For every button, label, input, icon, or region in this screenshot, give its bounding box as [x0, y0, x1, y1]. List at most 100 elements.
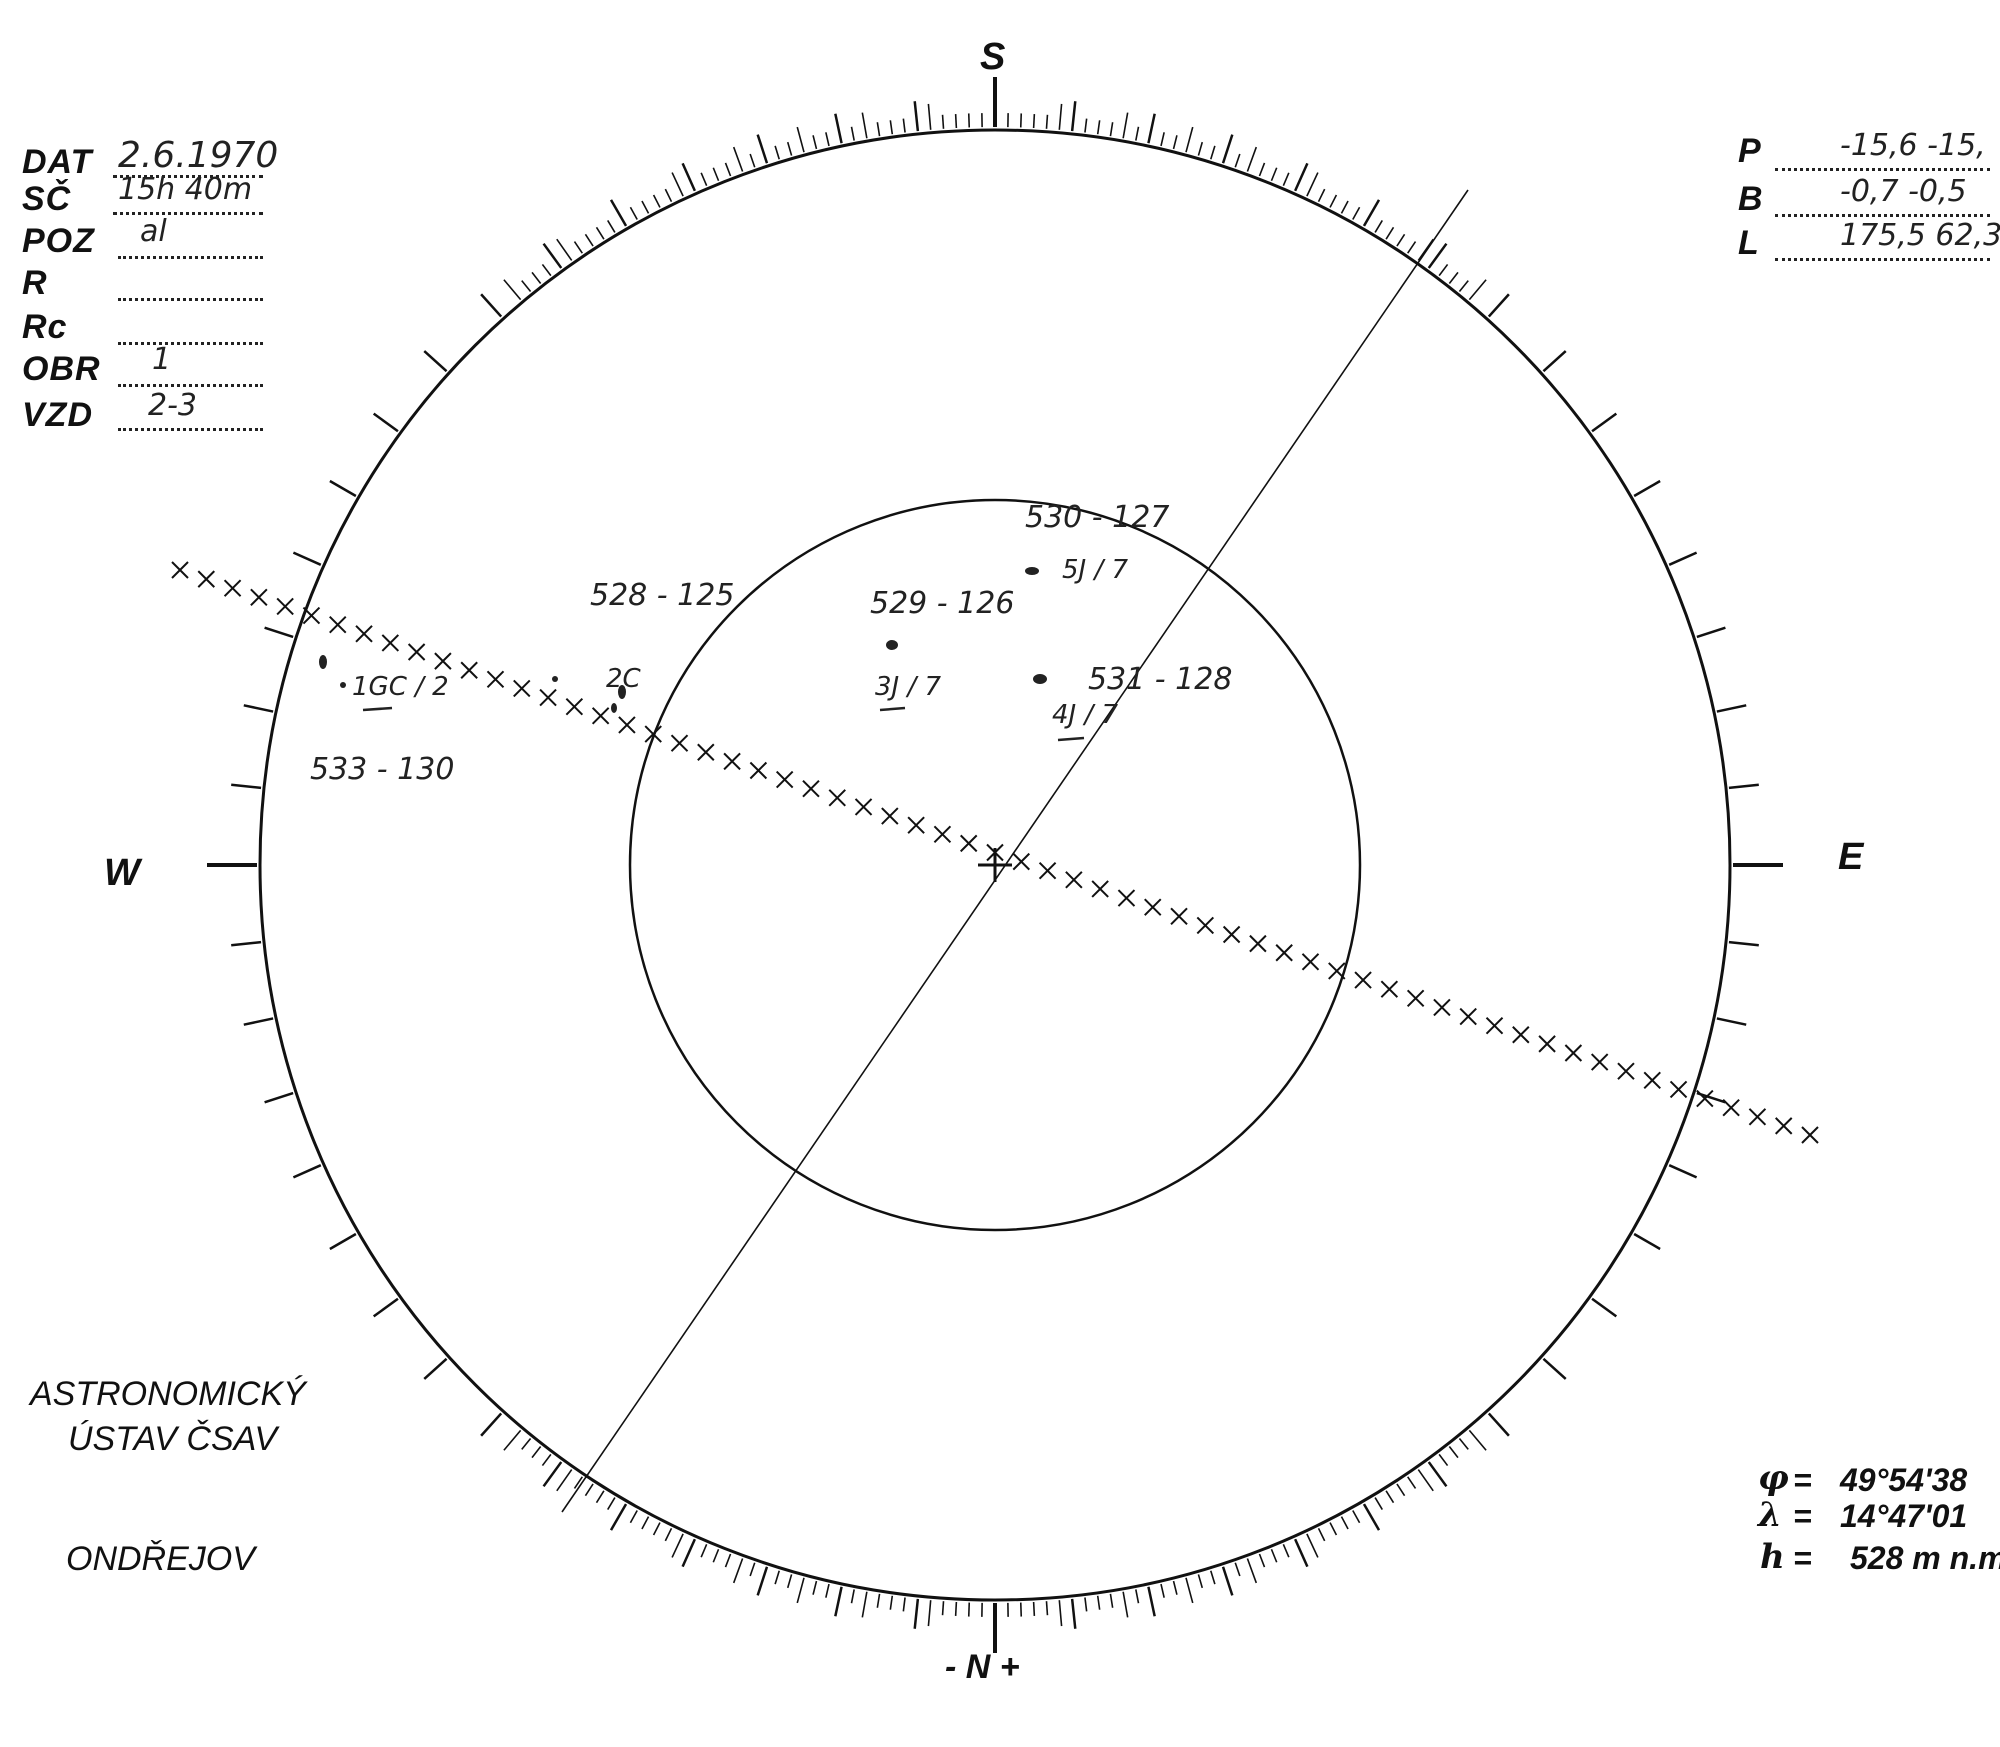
fine-tick	[825, 132, 830, 147]
fine-tick	[876, 1593, 881, 1608]
fine-tick	[1340, 1516, 1349, 1530]
fine-tick	[1282, 172, 1290, 186]
fine-tick	[1172, 135, 1178, 150]
fine-tick	[1246, 146, 1258, 172]
limb-tick	[423, 350, 448, 373]
ecliptic-cross	[329, 615, 347, 634]
limb-tick	[292, 551, 322, 566]
fine-tick	[1185, 1577, 1194, 1604]
form-line-obr	[118, 384, 263, 387]
fine-tick	[732, 1558, 744, 1584]
group-fraction-bars	[362, 706, 1085, 742]
ecliptic-cross	[1617, 1062, 1635, 1080]
ecliptic-cross	[1669, 1080, 1688, 1099]
fine-tick	[1363, 202, 1378, 227]
limb-tick	[1633, 1232, 1661, 1251]
fine-tick	[761, 149, 768, 164]
ecliptic-cross	[250, 588, 268, 607]
limb-tick	[480, 293, 503, 318]
ephemeris-value-l[interactable]: 175,5 62,3	[1840, 218, 2000, 253]
group-label-529: 529 - 126	[870, 586, 1015, 621]
group-annot-528: 2C	[606, 664, 641, 694]
fine-tick	[521, 1438, 532, 1450]
institution-place: ONDŘEJOV	[66, 1540, 255, 1578]
limb-tick	[1542, 350, 1567, 373]
limb-tick	[264, 1091, 294, 1104]
coord-symbol-lambda: λ	[1758, 1495, 1782, 1535]
ecliptic-cross	[775, 770, 794, 789]
fine-tick	[1160, 132, 1165, 147]
ephemeris-value-p[interactable]: -15,6 -15,	[1840, 128, 1986, 163]
fine-tick	[700, 172, 708, 186]
ecliptic-cross	[1590, 1053, 1609, 1071]
form-value-poz[interactable]: al	[140, 214, 167, 249]
ecliptic-cross	[749, 761, 768, 780]
ecliptic-cross	[1275, 944, 1293, 962]
form-value-dat[interactable]: 2.6.1970	[118, 135, 279, 176]
ecliptic-cross	[802, 780, 820, 798]
ecliptic-cross	[1354, 971, 1372, 989]
ecliptic-cross	[1091, 880, 1109, 898]
limb-tick	[1591, 1297, 1618, 1318]
ecliptic-cross	[933, 825, 952, 843]
form-line-r	[118, 298, 263, 301]
fine-tick	[825, 1583, 830, 1598]
fine-tick	[1058, 103, 1063, 130]
fine-tick	[607, 219, 616, 233]
limb-tick	[292, 1164, 322, 1179]
fine-tick	[1306, 1533, 1319, 1558]
ecliptic-cross	[907, 816, 925, 834]
fine-tick	[1135, 126, 1140, 141]
fine-tick	[1417, 1469, 1434, 1492]
ecliptic-cross	[302, 606, 321, 625]
fine-tick	[1438, 1453, 1449, 1467]
group-label-528: 528 - 125	[590, 578, 735, 613]
fine-tick	[1058, 1600, 1063, 1627]
fine-tick	[1270, 1548, 1278, 1563]
form-value-obr[interactable]: 1	[152, 342, 172, 377]
ecliptic-cross	[1117, 889, 1136, 907]
coord-value-h: 528 m n.m	[1850, 1540, 2000, 1576]
ecliptic-cross	[960, 834, 978, 853]
fine-tick	[941, 114, 945, 129]
sunspot-530	[1025, 567, 1039, 575]
ephemeris-value-b[interactable]: -0,7 -0,5	[1840, 174, 1967, 209]
form-line-dat	[113, 175, 263, 178]
ecliptic-cross	[1459, 1007, 1477, 1026]
fine-tick	[812, 135, 818, 150]
group-annot-533: 1GC / 2	[352, 672, 449, 702]
limb-tick	[1591, 412, 1618, 433]
ecliptic-cross	[1222, 925, 1241, 944]
fine-tick	[1438, 263, 1449, 277]
fine-tick	[1407, 241, 1417, 254]
fine-tick	[552, 1461, 562, 1474]
fine-tick	[786, 141, 793, 156]
fine-tick	[641, 200, 650, 214]
fine-tick	[876, 122, 881, 137]
form-value-vzd[interactable]: 2-3	[148, 388, 197, 423]
fine-tick	[1032, 113, 1036, 129]
form-value-sc[interactable]: 15h 40m	[118, 172, 253, 207]
coord-eq-h: =	[1793, 1540, 1812, 1576]
ephemeris-line-b	[1775, 214, 1990, 217]
coord-value-phi: 49°54'38	[1840, 1462, 1968, 1498]
fine-tick	[1234, 153, 1241, 168]
ecliptic-cross	[1485, 1016, 1504, 1035]
ecliptic-cross-line	[171, 561, 1819, 1144]
fine-tick	[1222, 1566, 1229, 1581]
compass-north: - N +	[945, 1648, 1020, 1686]
ecliptic-cross	[171, 561, 189, 579]
fine-tick	[1109, 1593, 1114, 1608]
fine-tick	[1222, 149, 1229, 164]
fine-tick	[1084, 1597, 1088, 1612]
fine-tick	[1096, 120, 1101, 135]
fine-tick	[641, 1516, 650, 1530]
fine-tick	[688, 177, 696, 192]
ecliptic-cross	[1801, 1126, 1819, 1144]
ecliptic-cross	[1170, 907, 1188, 925]
ecliptic-cross	[881, 807, 899, 825]
fine-tick	[774, 1570, 780, 1585]
ecliptic-cross	[618, 716, 636, 734]
fine-tick	[1122, 1591, 1129, 1618]
fine-tick	[541, 1453, 552, 1467]
